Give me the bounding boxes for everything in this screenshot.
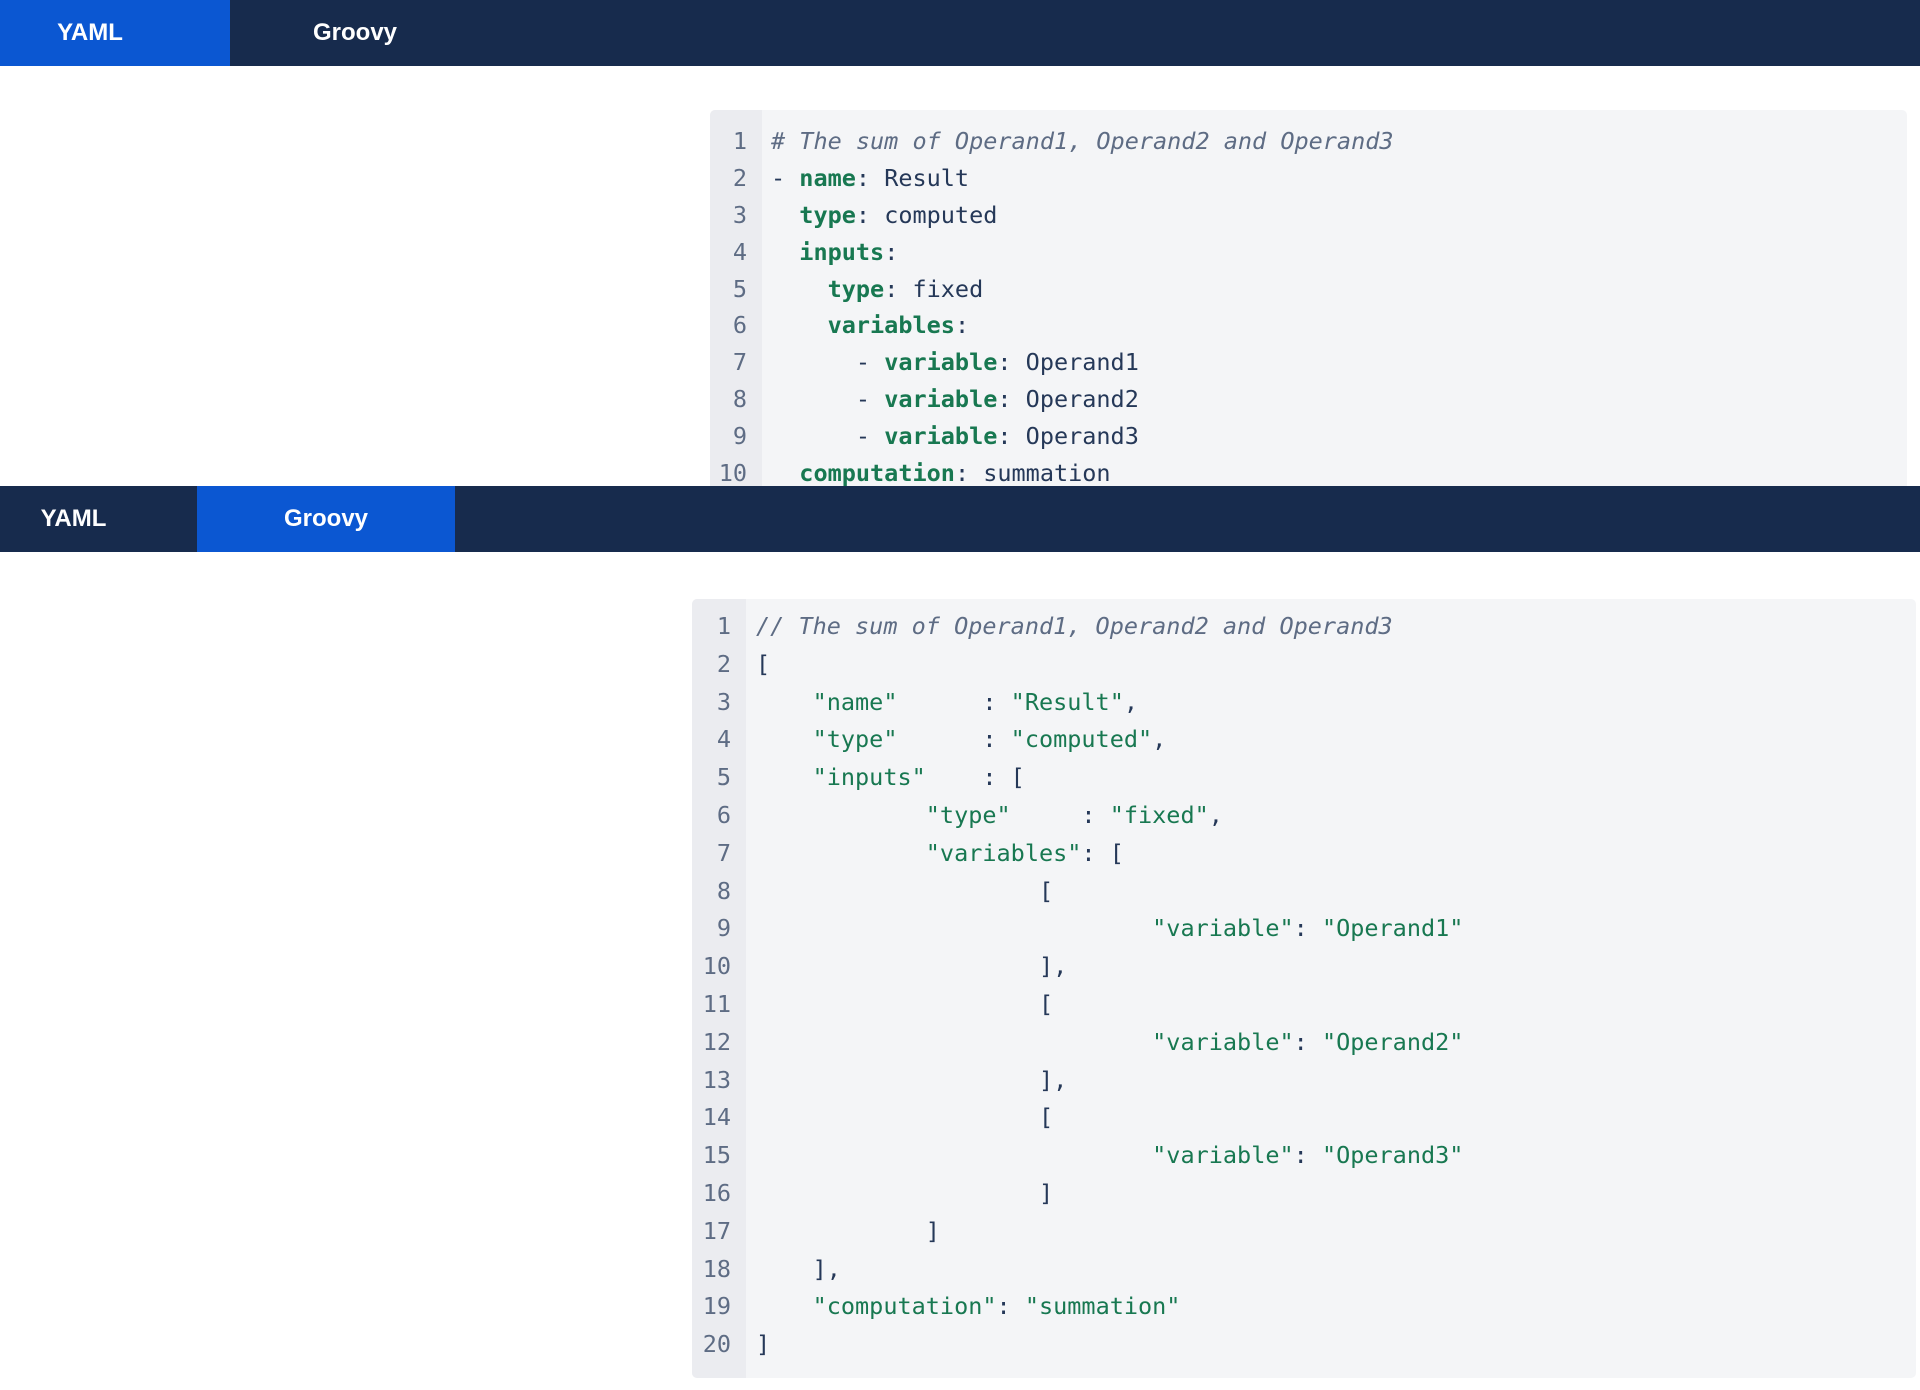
code-line: - variable: Operand1 bbox=[771, 348, 1139, 377]
line-number: 15 bbox=[702, 1141, 731, 1170]
tab-yaml-label: YAML bbox=[40, 505, 107, 532]
line-number: 7 bbox=[716, 838, 731, 867]
line-number: 6 bbox=[716, 800, 731, 829]
code-line: // The sum of Operand1, Operand2 and Ope… bbox=[756, 612, 1393, 640]
line-number: 18 bbox=[702, 1254, 731, 1283]
code-line: type: computed bbox=[799, 200, 998, 229]
code-line: ] bbox=[756, 1216, 940, 1245]
line-number: 7 bbox=[732, 348, 747, 377]
line-number: 1 bbox=[716, 612, 731, 640]
tab-yaml[interactable]: YAML bbox=[0, 0, 230, 66]
code-line: ], bbox=[756, 952, 1068, 981]
code-line: "computation": "summation" bbox=[812, 1292, 1181, 1321]
code-line: "name" : "Result", bbox=[812, 687, 1139, 716]
code-line: computation: summation bbox=[799, 459, 1111, 486]
yaml-example-section: YAML Groovy 1 2 3 4 5 6 7 8 9 10 # The sum of Ope… bbox=[0, 0, 1920, 486]
code-line: # The sum of Operand1, Operand2 and Oper… bbox=[771, 127, 1394, 155]
code-line: "inputs" : [ bbox=[812, 763, 1025, 792]
code-line: inputs: bbox=[799, 237, 899, 266]
line-number: 17 bbox=[702, 1216, 731, 1245]
line-number: 12 bbox=[702, 1027, 731, 1056]
line-number: 5 bbox=[732, 274, 747, 303]
line-number-gutter: 1 2 3 4 5 6 7 8 9 10 bbox=[710, 110, 762, 486]
line-number: 2 bbox=[732, 163, 747, 192]
tab-groovy-label: Groovy bbox=[283, 505, 369, 532]
tab-yaml[interactable]: YAML bbox=[0, 486, 197, 552]
line-number: 13 bbox=[702, 1065, 731, 1094]
code-lines: # The sum of Operand1, Operand2 and Oper… bbox=[762, 110, 1394, 486]
code-line: [ bbox=[756, 989, 1054, 1018]
tab-groovy[interactable]: Groovy bbox=[197, 486, 455, 552]
line-number: 14 bbox=[702, 1103, 731, 1132]
line-number: 4 bbox=[716, 725, 731, 754]
code-line: - variable: Operand2 bbox=[771, 385, 1139, 414]
code-line: "variable": "Operand1" bbox=[1152, 914, 1464, 943]
line-number: 20 bbox=[702, 1330, 731, 1359]
line-number: 3 bbox=[732, 200, 747, 229]
code-line: variables: bbox=[827, 311, 970, 340]
code-line: "variable": "Operand3" bbox=[1152, 1141, 1464, 1170]
code-block: 1 2 3 4 5 6 7 8 9 10 # The sum of Operand1, Opera… bbox=[710, 110, 1907, 486]
code-line: "type" : "fixed", bbox=[925, 800, 1223, 829]
line-number: 2 bbox=[716, 649, 731, 678]
line-number: 10 bbox=[702, 952, 731, 981]
code-line: type: fixed bbox=[827, 274, 984, 303]
line-number: 8 bbox=[716, 876, 731, 905]
line-number: 10 bbox=[718, 459, 747, 486]
line-number: 3 bbox=[716, 687, 731, 716]
code-line: "variable": "Operand2" bbox=[1152, 1027, 1464, 1056]
tab-groovy[interactable]: Groovy bbox=[230, 0, 480, 66]
code-line: ] bbox=[756, 1178, 1054, 1207]
line-number: 8 bbox=[732, 385, 747, 414]
tab-bar: YAML Groovy bbox=[0, 486, 1920, 552]
code-line: "type" : "computed", bbox=[812, 725, 1167, 754]
line-number: 1 bbox=[732, 127, 747, 155]
code-line: ], bbox=[756, 1065, 1068, 1094]
code-line: - name: Result bbox=[771, 163, 970, 192]
code-line: [ bbox=[756, 649, 771, 678]
code-line: - variable: Operand3 bbox=[771, 422, 1139, 451]
line-number: 9 bbox=[732, 422, 747, 451]
code-line: [ bbox=[756, 1103, 1054, 1132]
line-number: 9 bbox=[716, 914, 731, 943]
line-number: 19 bbox=[702, 1292, 731, 1321]
line-number: 16 bbox=[702, 1178, 731, 1207]
tab-groovy-label: Groovy bbox=[312, 19, 398, 46]
tab-yaml-label: YAML bbox=[57, 19, 123, 46]
line-number: 4 bbox=[732, 237, 747, 266]
code-line: [ bbox=[756, 876, 1054, 905]
code-line: "variables": [ bbox=[925, 838, 1124, 867]
line-number: 6 bbox=[732, 311, 747, 340]
code-line: ] bbox=[756, 1330, 771, 1359]
line-number: 5 bbox=[716, 763, 731, 792]
code-line: ], bbox=[756, 1254, 841, 1283]
tab-bar: YAML Groovy bbox=[0, 0, 1920, 66]
line-number: 11 bbox=[702, 989, 731, 1018]
code-lines: // The sum of Operand1, Operand2 and Ope… bbox=[746, 599, 1463, 1378]
